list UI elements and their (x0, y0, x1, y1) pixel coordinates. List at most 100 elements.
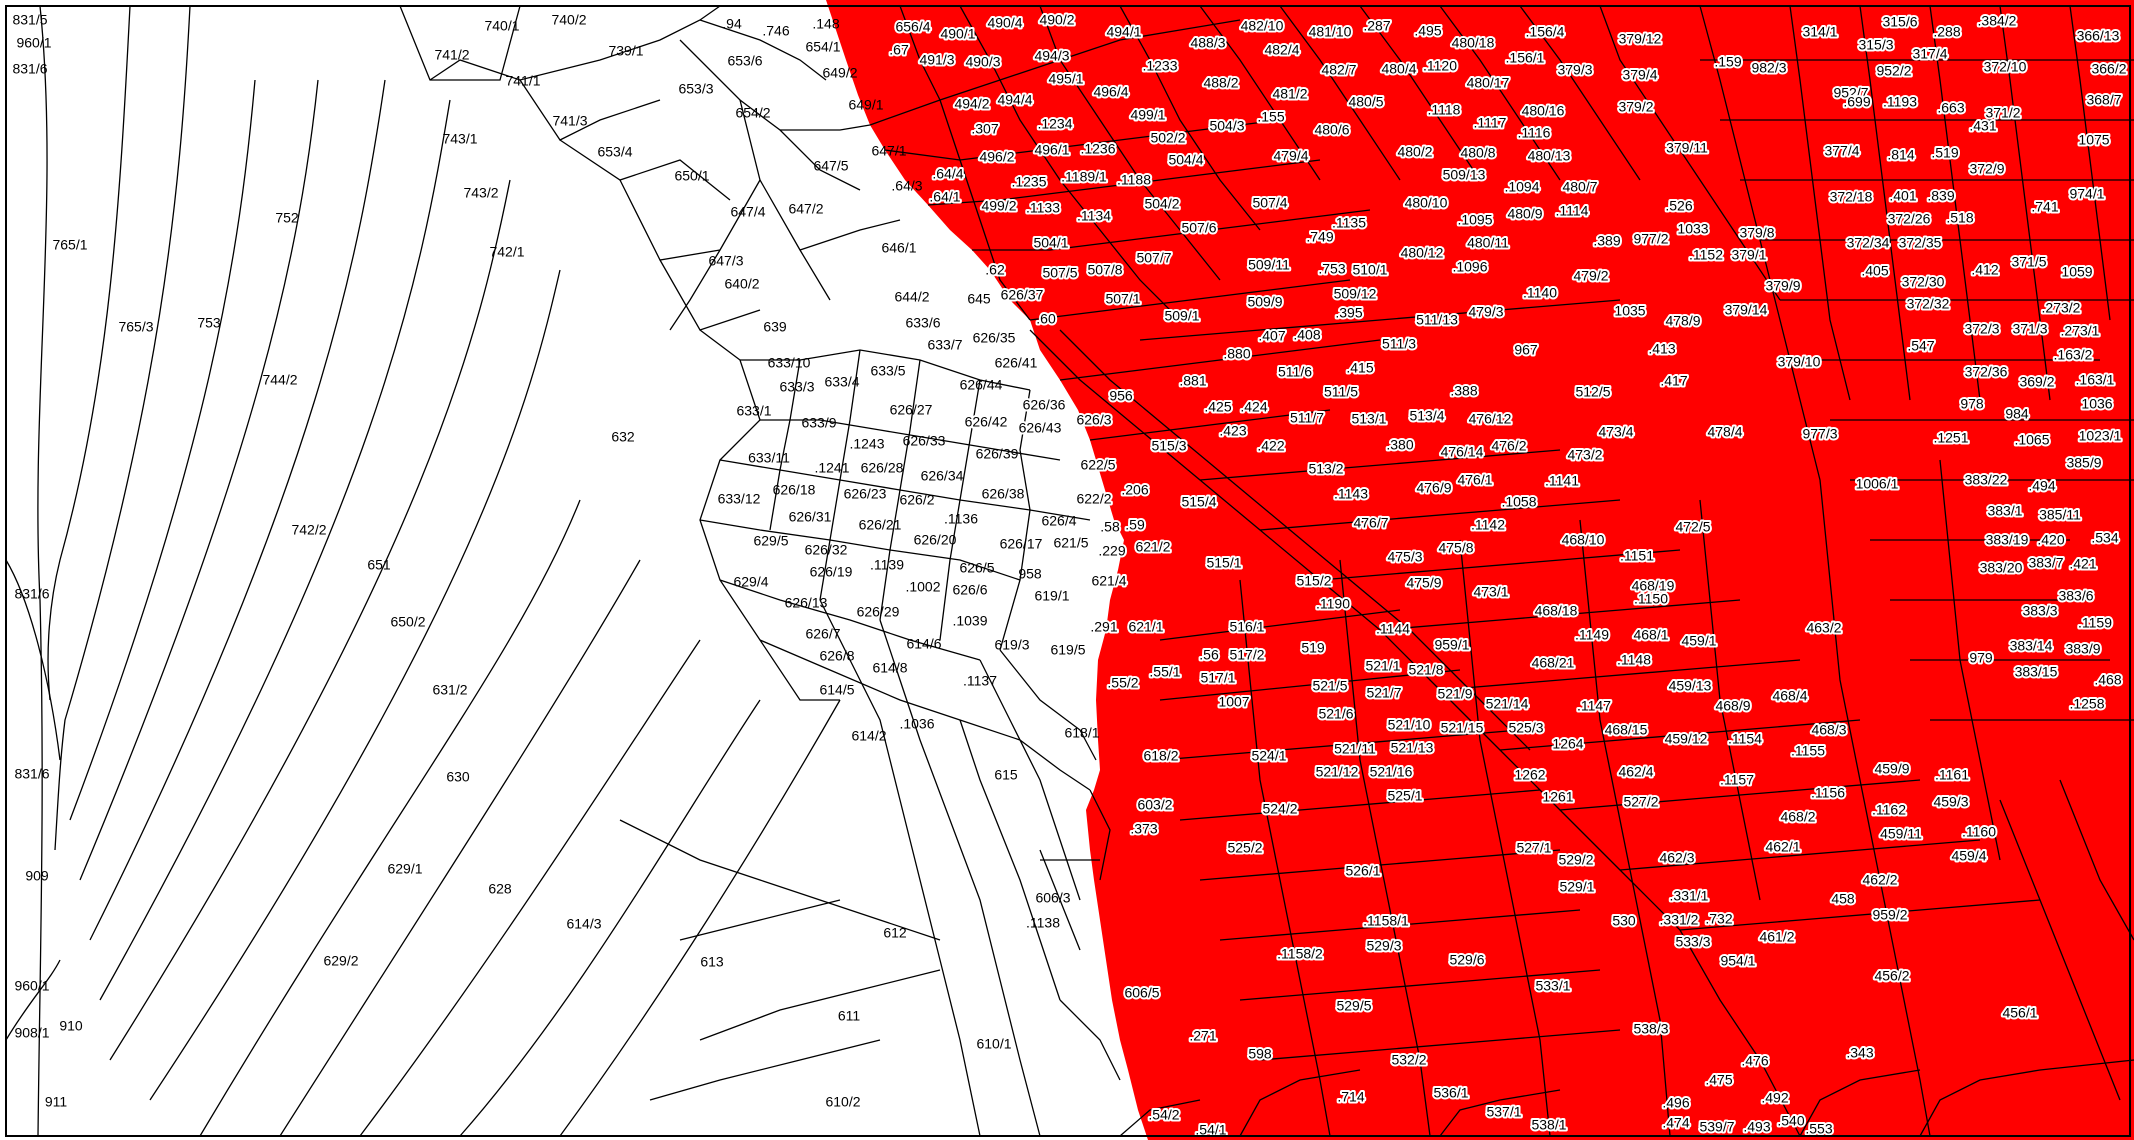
parcel-label[interactable]: .814 (1885, 145, 1916, 165)
parcel-label[interactable]: 481/10 (1307, 22, 1354, 42)
parcel-label[interactable]: 529/3 (1364, 936, 1403, 956)
parcel-label[interactable]: 741/2 (434, 47, 469, 63)
parcel-label[interactable]: 626/41 (993, 353, 1040, 373)
parcel-label[interactable]: .55/2 (1105, 673, 1140, 693)
parcel-label[interactable]: 482/10 (1239, 16, 1286, 36)
parcel-label[interactable]: .1142 (1469, 515, 1507, 535)
parcel-label[interactable]: 1075 (2076, 130, 2111, 150)
parcel-label[interactable]: 626/20 (914, 532, 957, 548)
parcel-label[interactable]: .1118 (1426, 100, 1463, 120)
parcel-label[interactable]: .663 (1935, 98, 1966, 118)
parcel-label[interactable]: 740/1 (484, 18, 519, 34)
parcel-label[interactable]: .291 (1088, 617, 1119, 637)
parcel-label[interactable]: 511/6 (1276, 362, 1314, 382)
parcel-label[interactable]: .1190 (1314, 594, 1352, 614)
parcel-label[interactable]: 626/5 (959, 560, 994, 576)
parcel-label[interactable]: 633/3 (779, 379, 814, 395)
parcel-label[interactable]: .206 (1119, 480, 1150, 500)
parcel-label[interactable]: 619/3 (994, 637, 1029, 653)
parcel-label[interactable]: 521/6 (1316, 704, 1355, 724)
parcel-label[interactable]: .1234 (1035, 114, 1074, 134)
parcel-label[interactable]: 372/10 (1982, 57, 2029, 77)
parcel-label[interactable]: 646/1 (881, 240, 916, 256)
parcel-label[interactable]: .58 (1098, 517, 1122, 537)
parcel-label[interactable]: .163/1 (2074, 370, 2117, 390)
parcel-label[interactable]: 459/9 (1872, 759, 1911, 779)
parcel-label[interactable]: .159 (1712, 52, 1743, 72)
parcel-label[interactable]: .1136 (944, 511, 978, 527)
parcel-label[interactable]: 633/9 (801, 415, 836, 431)
parcel-label[interactable]: 649/2 (822, 65, 857, 81)
parcel-label[interactable]: 480/7 (1560, 177, 1599, 197)
parcel-label[interactable]: 621/4 (1089, 571, 1128, 591)
parcel-label[interactable]: .1189/1 (1059, 167, 1109, 187)
parcel-label[interactable]: 831/6 (12, 61, 47, 77)
parcel-label[interactable]: 480/13 (1526, 146, 1573, 166)
parcel-label[interactable]: 372/35 (1897, 233, 1944, 253)
parcel-label[interactable]: 606/5 (1122, 983, 1161, 1003)
parcel-label[interactable]: .518 (1944, 208, 1975, 228)
parcel-label[interactable]: .880 (1221, 344, 1252, 364)
parcel-label[interactable]: 626/38 (982, 486, 1025, 502)
parcel-label[interactable]: .413 (1646, 339, 1677, 359)
parcel-label[interactable]: .1152 (1687, 245, 1725, 265)
parcel-label[interactable]: 626/13 (785, 595, 828, 611)
parcel-label[interactable]: .753 (1316, 259, 1347, 279)
parcel-label[interactable]: 626/34 (921, 468, 964, 484)
parcel-label[interactable]: 496/4 (1091, 82, 1130, 102)
parcel-label[interactable]: 744/2 (262, 372, 297, 388)
parcel-label[interactable]: .273/2 (2040, 298, 2083, 318)
parcel-label[interactable]: 954/1 (1718, 951, 1757, 971)
parcel-label[interactable]: .1155 (1789, 741, 1827, 761)
parcel-label[interactable]: 977/3 (1800, 424, 1839, 444)
parcel-label[interactable]: 521/7 (1364, 683, 1403, 703)
parcel-label[interactable]: 653/6 (727, 53, 762, 69)
parcel-label[interactable]: 527/2 (1621, 792, 1660, 812)
parcel-label[interactable]: 628 (488, 881, 512, 897)
parcel-label[interactable]: .67 (887, 40, 911, 60)
parcel-label[interactable]: 504/1 (1031, 233, 1070, 253)
parcel-label[interactable]: 480/9 (1505, 204, 1544, 224)
parcel-label[interactable]: 974/1 (2067, 184, 2106, 204)
parcel-label[interactable]: 978 (1958, 394, 1986, 414)
parcel-label[interactable]: .287 (1361, 16, 1392, 36)
parcel-label[interactable]: 626/44 (960, 377, 1003, 393)
parcel-label[interactable]: .476 (1739, 1051, 1770, 1071)
parcel-label[interactable]: 462/1 (1763, 837, 1802, 857)
parcel-label[interactable]: .1058 (1499, 492, 1538, 512)
parcel-label[interactable]: .699 (1841, 92, 1872, 112)
parcel-label[interactable]: 476/7 (1351, 513, 1390, 533)
parcel-label[interactable]: 475/8 (1436, 538, 1475, 558)
parcel-label[interactable]: 908/1 (14, 1025, 49, 1041)
parcel-label[interactable]: 1264 (1550, 734, 1585, 754)
parcel-label[interactable]: 525/2 (1225, 838, 1264, 858)
parcel-label[interactable]: 1007 (1216, 692, 1251, 712)
parcel-label[interactable]: .1065 (2012, 430, 2051, 450)
parcel-label[interactable]: .1236 (1078, 139, 1117, 159)
parcel-label[interactable]: 633/12 (718, 491, 761, 507)
parcel-label[interactable]: 650/1 (674, 168, 709, 184)
parcel-label[interactable]: 494/1 (1104, 22, 1143, 42)
parcel-label[interactable]: 654/2 (735, 105, 770, 121)
parcel-label[interactable]: 478/9 (1663, 311, 1702, 331)
parcel-label[interactable]: 509/1 (1162, 306, 1201, 326)
parcel-label[interactable]: 612 (883, 925, 907, 941)
parcel-label[interactable]: 513/4 (1407, 406, 1446, 426)
parcel-label[interactable]: .60 (1034, 309, 1058, 329)
parcel-label[interactable]: 468/3 (1809, 720, 1848, 740)
parcel-label[interactable]: 629/4 (733, 574, 768, 590)
parcel-label[interactable]: .1096 (1450, 257, 1489, 277)
parcel-label[interactable]: 533/1 (1533, 976, 1572, 996)
parcel-label[interactable]: 366/13 (2075, 26, 2122, 46)
parcel-label[interactable]: 633/6 (905, 315, 940, 331)
parcel-label[interactable]: 494/2 (952, 94, 991, 114)
parcel-label[interactable]: 647/2 (788, 201, 823, 217)
parcel-label[interactable]: 379/8 (1737, 223, 1776, 243)
parcel-label[interactable]: 478/4 (1705, 422, 1744, 442)
parcel-label[interactable]: .64/3 (891, 178, 922, 194)
parcel-label[interactable]: .1039 (952, 613, 987, 629)
parcel-label[interactable]: 496/2 (977, 147, 1016, 167)
parcel-label[interactable]: .423 (1217, 421, 1248, 441)
parcel-label[interactable]: 539/7 (1697, 1117, 1736, 1137)
parcel-label[interactable]: 490/1 (938, 24, 977, 44)
